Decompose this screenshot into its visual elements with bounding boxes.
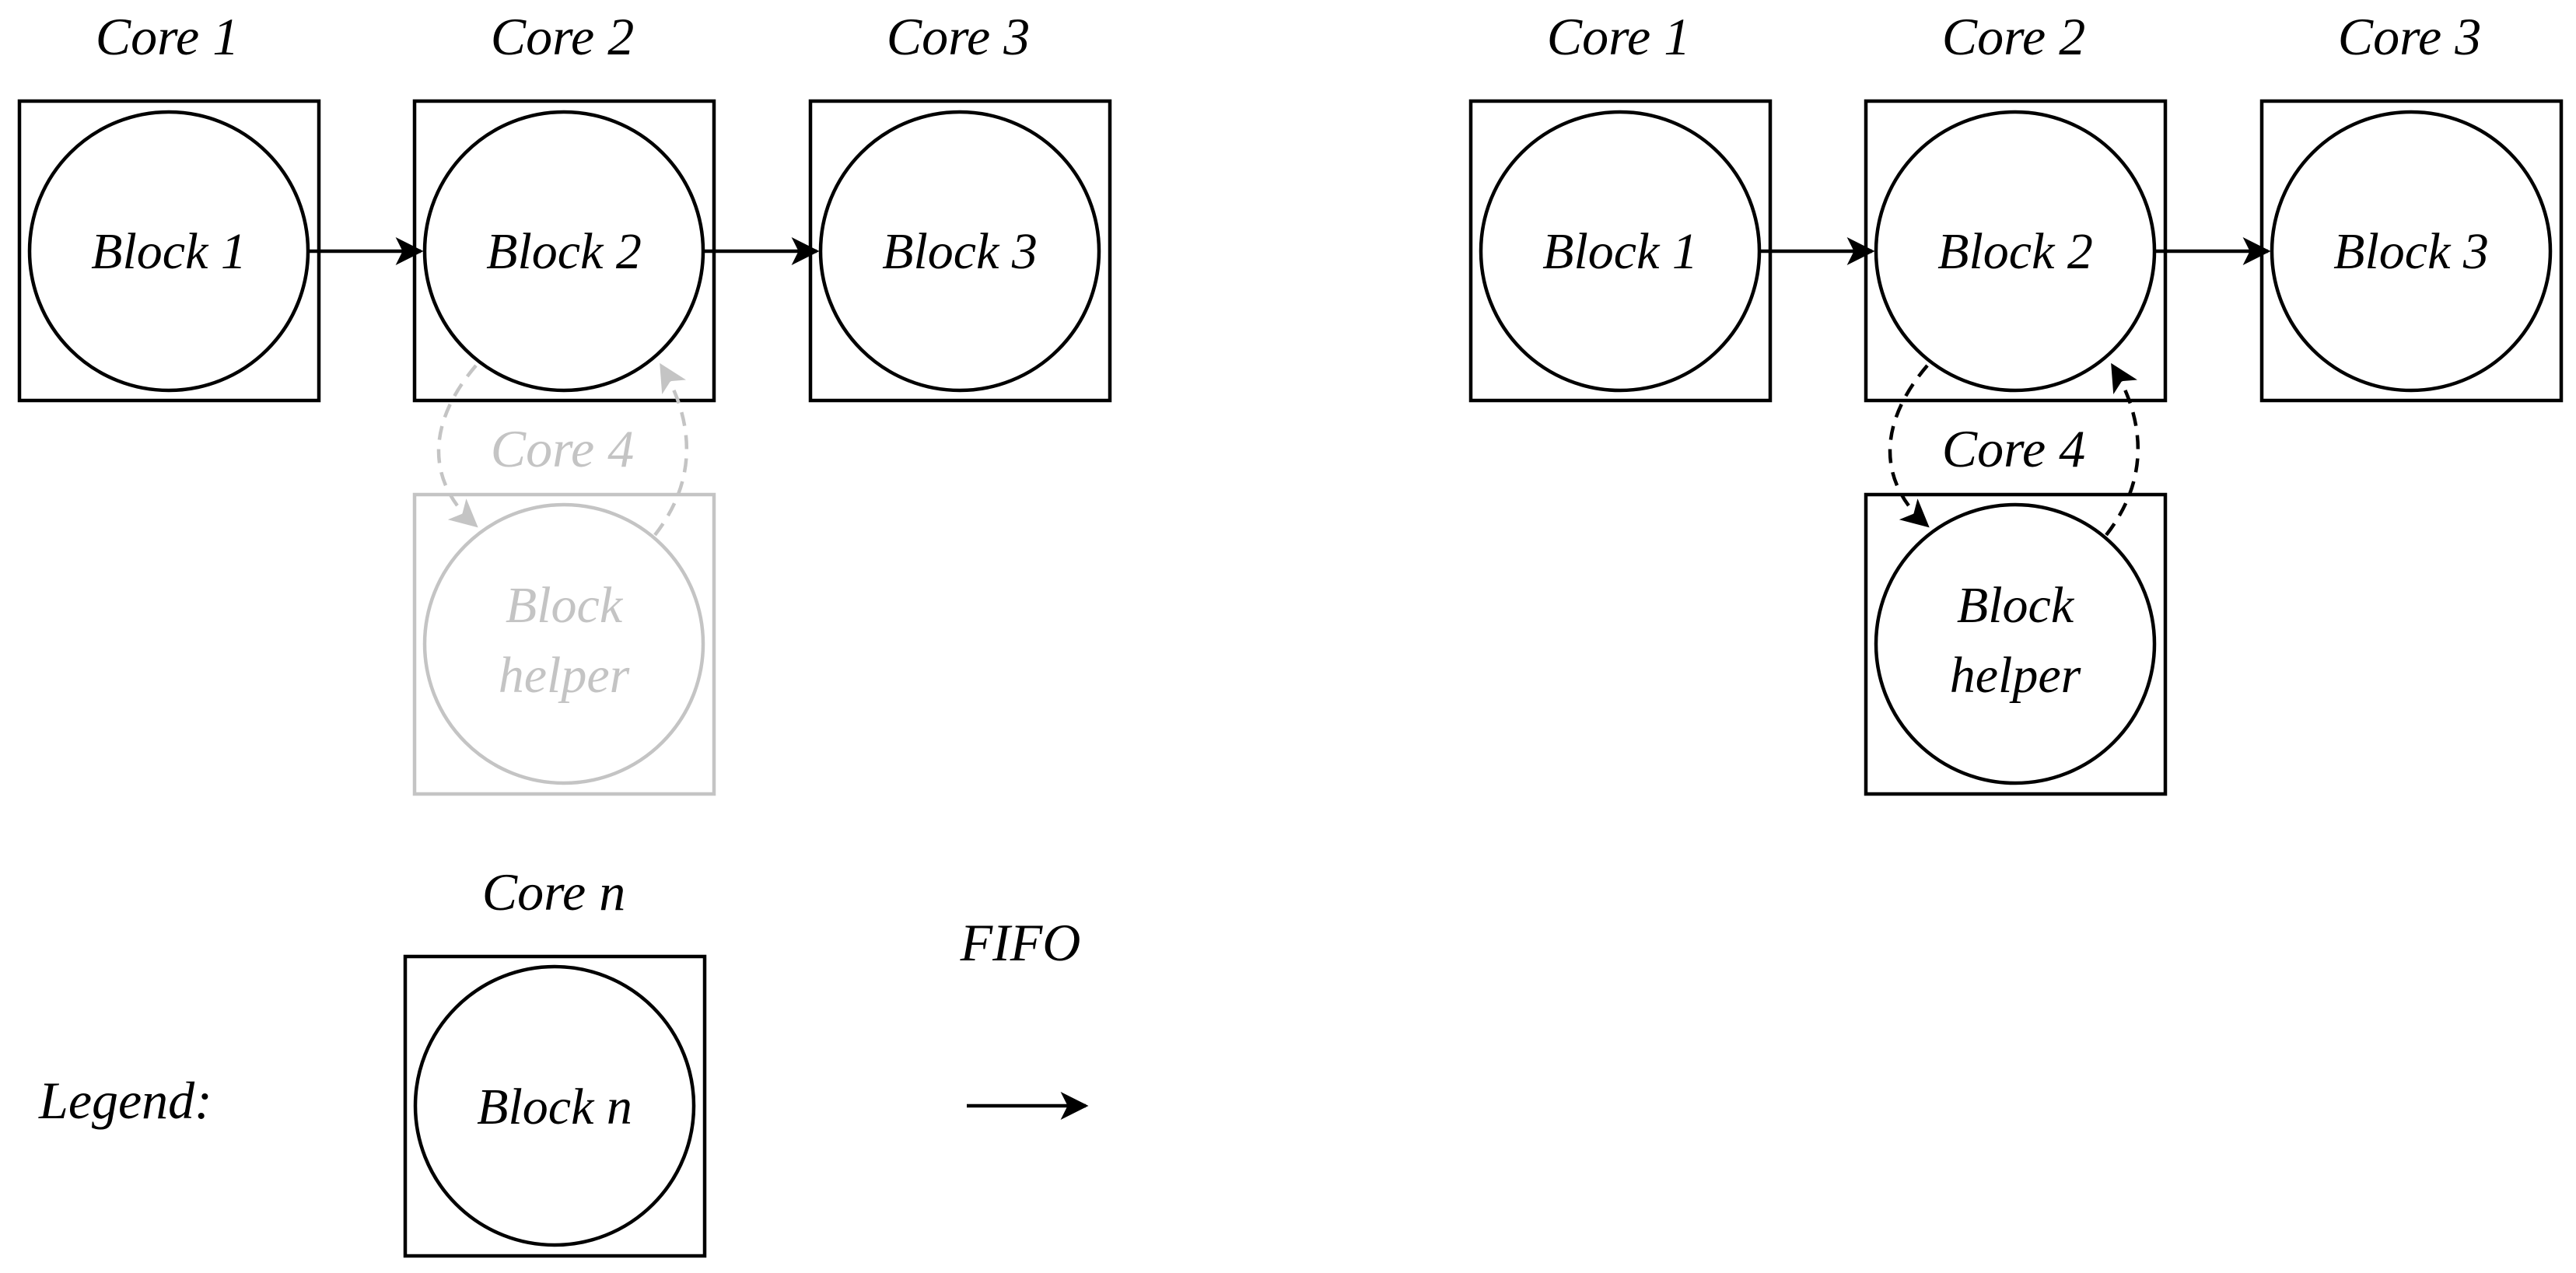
legend-core-box xyxy=(403,954,707,1258)
left-helper-fifo-up xyxy=(653,362,688,537)
left-helper-fifo-down xyxy=(436,364,478,528)
left-helper-group: Core 4 Block helper xyxy=(412,362,716,796)
legend: Legend: Core n Block n FIFO xyxy=(38,862,1089,1258)
right-helper-group: Core 4 Block helper xyxy=(1864,362,2168,796)
right-core-4-label: Core 4 xyxy=(1942,419,2085,478)
legend-fifo-label: FIFO xyxy=(960,913,1081,972)
left-block-helper-line1: Block xyxy=(506,577,624,634)
left-diagram: Core 1 Core 2 Core 3 Block 1 Block 2 Blo… xyxy=(17,7,1112,796)
left-core-4-label: Core 4 xyxy=(491,419,634,478)
right-diagram: Core 1 Core 2 Core 3 Block 1 Block 2 Blo… xyxy=(1468,7,2564,796)
right-helper-fifo-down xyxy=(1888,364,1930,528)
left-core-4-box xyxy=(412,492,716,796)
right-core-2-label: Core 2 xyxy=(1942,7,2085,66)
right-helper-fifo-up xyxy=(2105,362,2140,537)
legend-title: Legend: xyxy=(38,1071,212,1130)
right-block-1-label: Block 1 xyxy=(1542,223,1698,280)
left-block-3-label: Block 3 xyxy=(882,223,1038,280)
right-core-4-box xyxy=(1864,492,2168,796)
right-core-1-label: Core 1 xyxy=(1547,7,1690,66)
right-block-3-label: Block 3 xyxy=(2333,223,2489,280)
right-block-2-label: Block 2 xyxy=(1937,223,2093,280)
left-core-2-label: Core 2 xyxy=(491,7,634,66)
left-block-helper-line2: helper xyxy=(499,647,630,704)
left-block-1-label: Block 1 xyxy=(91,223,247,280)
right-core-3-label: Core 3 xyxy=(2338,7,2481,66)
left-core-3-label: Core 3 xyxy=(887,7,1030,66)
legend-core-label: Core n xyxy=(482,862,625,922)
left-block-helper-circle xyxy=(422,502,705,785)
left-core-1-label: Core 1 xyxy=(96,7,239,66)
right-block-helper-line2: helper xyxy=(1950,647,2081,704)
legend-block-circle xyxy=(413,964,696,1247)
legend-block-label: Block n xyxy=(477,1079,632,1135)
right-block-3-circle xyxy=(2270,110,2553,393)
left-block-2-label: Block 2 xyxy=(486,223,642,280)
right-block-helper-circle xyxy=(1874,502,2157,785)
right-block-helper-line1: Block xyxy=(1957,577,2075,634)
left-block-3-circle xyxy=(818,110,1101,393)
